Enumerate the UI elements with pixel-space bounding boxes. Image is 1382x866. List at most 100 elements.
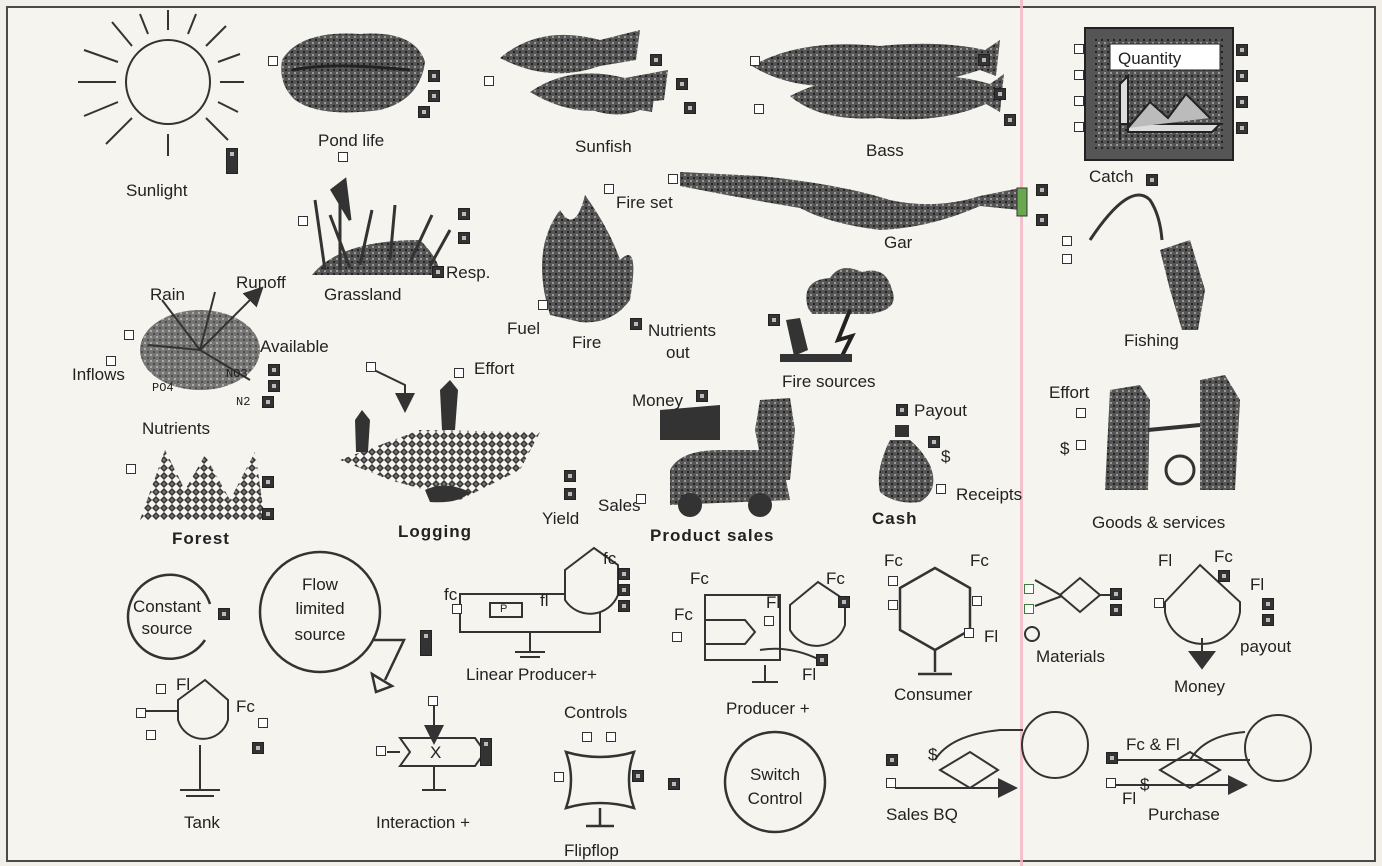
receipts-label: Receipts [956,486,1022,503]
sunfish-port [684,102,696,114]
yield-label: Yield [542,510,579,527]
tank-port [146,730,156,740]
fc-label-2: fc [603,550,616,567]
consumer-port [888,576,898,586]
producer-port [838,596,850,608]
producer-fl-label: Fl [766,594,780,611]
nutrients-port [124,330,134,340]
materials-port [1024,604,1034,614]
quantity-port [1074,96,1084,106]
effort-port [454,368,464,378]
controls-port [582,732,592,742]
quantity-port [1236,122,1248,134]
consumer-port [972,596,982,606]
tank-port [252,742,264,754]
nutrients-label: Nutrients [142,420,210,437]
nutrients-port [268,380,280,392]
fc-fl-label: Fc & Fl [1126,736,1180,753]
payout-label: Payout [914,402,967,419]
nutrients-out-label-2: out [666,344,690,361]
quantity-port [1236,70,1248,82]
yield-port [564,470,576,482]
effort-goods-label: Effort [1049,384,1089,401]
linear-producer-port [618,600,630,612]
gar-icon [680,172,1027,230]
purchase-port [1106,778,1116,788]
rain-label: Rain [150,286,185,303]
producer-port [816,654,828,666]
fire-sources-port [768,314,780,326]
logging-input-port [366,362,376,372]
goods-services-icon [1105,375,1240,490]
flow-limited-label-2: limited [280,600,360,617]
grassland-label: Grassland [324,286,401,303]
money-fl-label: Fl [1158,552,1172,569]
sunfish-icon [500,30,668,115]
materials-port [1024,584,1034,594]
effort-logging-label: Effort [474,360,514,377]
sales-label: Sales [598,497,641,514]
p-label: P [500,604,507,615]
purchase-dollar-label: $ [1140,776,1149,793]
sales-bq-symbol [895,712,1088,788]
pond-life-input-port [268,56,278,66]
constant-source-label: Constant [122,598,212,615]
fire-set-label: Fire set [616,194,673,211]
bass-port [1004,114,1016,126]
effort-goods-port [1076,408,1086,418]
sunfish-port [676,78,688,90]
fuel-label: Fuel [507,320,540,337]
consumer-fc-label: Fc [884,552,903,569]
flipflop-port [632,770,644,782]
tank-port [258,718,268,728]
forest-port [262,476,274,488]
bass-port [978,54,990,66]
constant-source-label-2: source [122,620,212,637]
fuel-port [538,300,548,310]
cash-port [928,436,940,448]
payout-port [896,404,908,416]
po4-label: PO4 [152,382,174,394]
producer-label: Producer + [726,700,810,717]
pond-life-port [428,90,440,102]
producer-port [764,616,774,626]
quantity-port [1074,122,1084,132]
payout-symbol-label: payout [1240,638,1291,655]
payout-symbol-port [1262,614,1274,626]
consumer-fl-label: Fl [984,628,998,645]
quantity-port [1074,44,1084,54]
product-sales-label: Product sales [650,527,775,544]
linear-producer-symbol [460,548,618,657]
flow-limited-label-3: source [280,626,360,643]
resp-label: Resp. [446,264,490,281]
receipts-port [936,484,946,494]
fishing-icon [1090,195,1205,330]
nutrients-out-label: Nutrients [648,322,716,339]
pond-life-port [428,70,440,82]
tank-port [156,684,166,694]
grassland-input-port [298,216,308,226]
money-fc-label: Fc [1214,548,1233,565]
pond-life-port [418,106,430,118]
money-input-port [1154,598,1164,608]
flipflop-symbol [566,752,634,826]
cash-dollar-label: $ [941,448,950,465]
constant-source-port [218,608,230,620]
grassland-icon [312,180,450,275]
quantity-port [1236,44,1248,56]
switch-port [668,778,680,790]
interaction-input-port [376,746,386,756]
sales-bq-port [886,778,896,788]
interaction-port [428,696,438,706]
linear-producer-port [618,584,630,596]
tank-label: Tank [184,814,220,831]
dollar-label: $ [1060,440,1069,457]
sunfish-port [650,54,662,66]
materials-symbol [1025,578,1115,641]
fire-label: Fire [572,334,601,351]
switch-label: Switch [735,766,815,783]
quantity-port [1236,96,1248,108]
catch-label: Catch [1089,168,1133,185]
forest-label: Forest [172,530,230,547]
sunfish-label: Sunfish [575,138,632,155]
